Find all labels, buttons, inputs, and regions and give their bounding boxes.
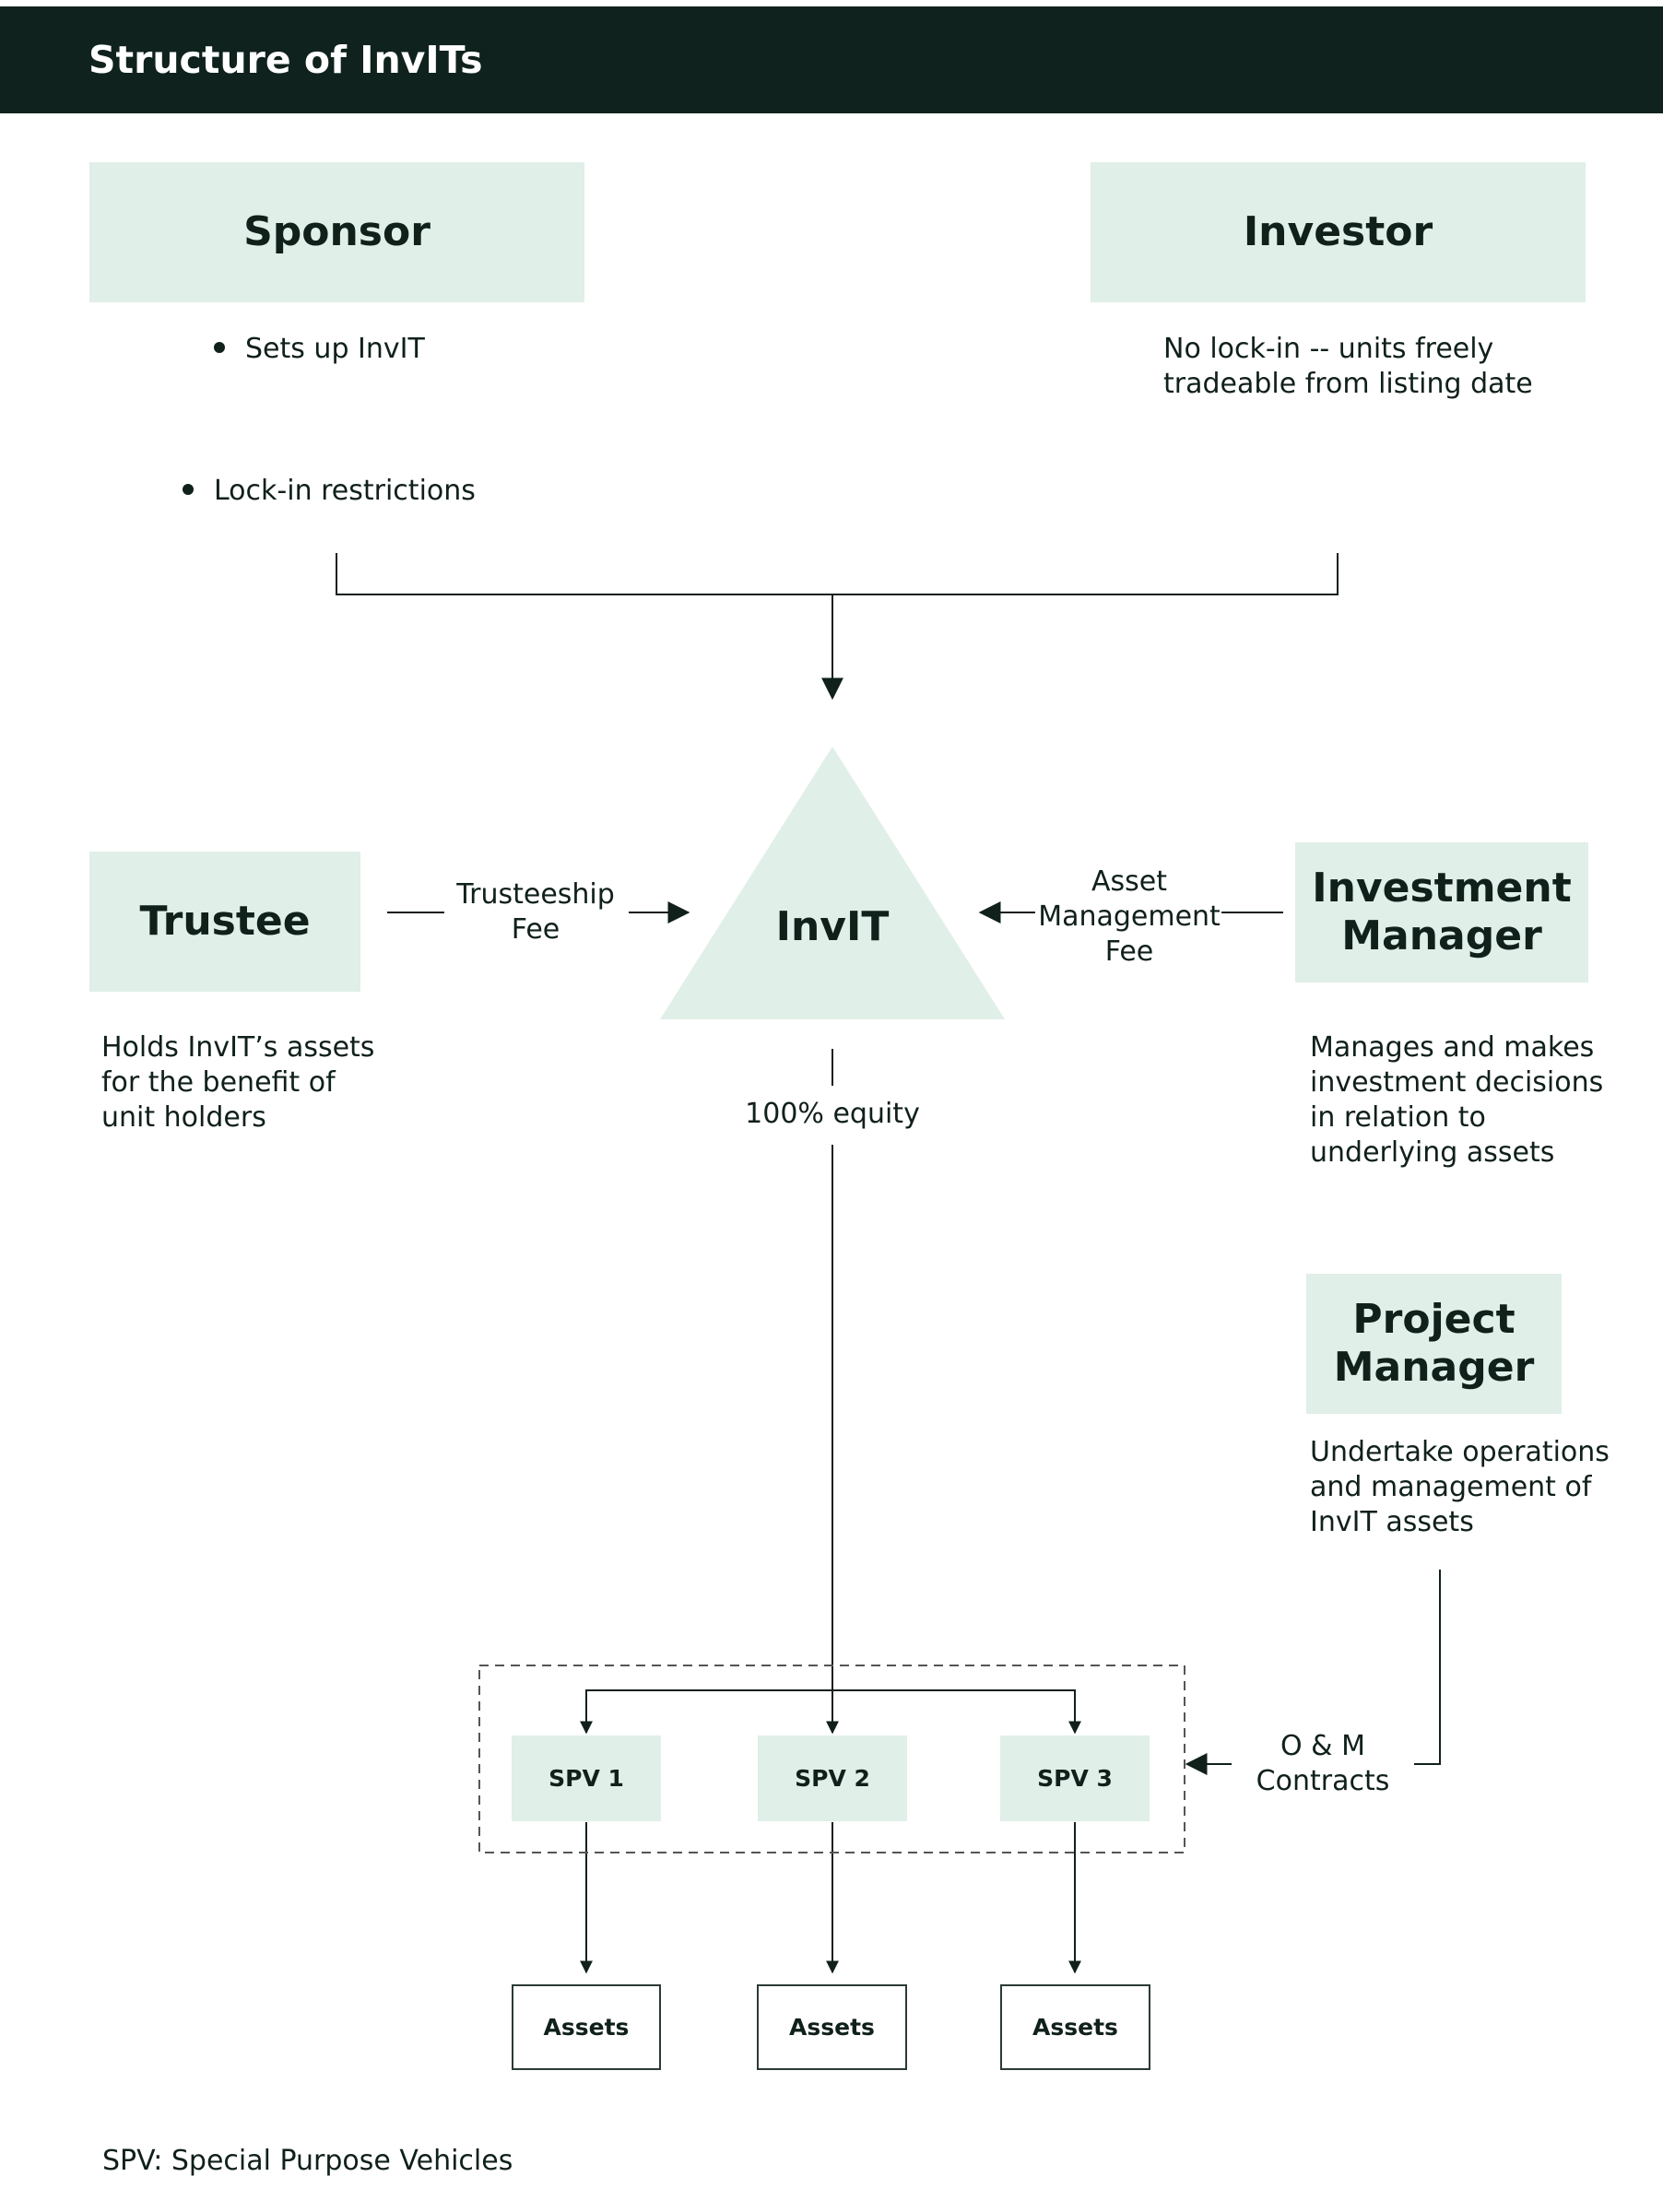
assets-box: Assets bbox=[1000, 1984, 1150, 2070]
spv1-branch bbox=[580, 1689, 832, 1735]
investment-manager-description-line: Manages and makes bbox=[1310, 1031, 1595, 1064]
sponsor-bullet-text: Sets up InvIT bbox=[245, 333, 425, 365]
investor-description-line: tradeable from listing date bbox=[1163, 368, 1533, 400]
investor-label: Investor bbox=[1243, 208, 1433, 255]
invit-triangle bbox=[660, 747, 1005, 1019]
investment-manager-label: Manager bbox=[1341, 912, 1542, 959]
spv-group-outline bbox=[478, 1665, 1185, 1853]
bullet-icon bbox=[183, 483, 194, 495]
assets-label: Assets bbox=[789, 2014, 875, 2041]
investment-manager-box: Investment Manager bbox=[1295, 842, 1588, 982]
assets-label: Assets bbox=[543, 2014, 630, 2041]
trustee-description-line: Holds InvIT’s assets bbox=[101, 1031, 375, 1064]
om-contracts-line: Contracts bbox=[1256, 1765, 1390, 1797]
trusteeship-fee-label: Trusteeship Fee bbox=[443, 877, 628, 947]
assets-box: Assets bbox=[512, 1984, 661, 2070]
sponsor-investor-connector bbox=[336, 553, 1339, 595]
bullet-icon bbox=[214, 341, 225, 353]
spv-box: SPV 2 bbox=[758, 1735, 907, 1821]
investment-manager-description-line: investment decisions bbox=[1310, 1066, 1604, 1099]
page-title: Structure of InvITs bbox=[88, 38, 483, 82]
investor-description-line: No lock-in -- units freely bbox=[1163, 333, 1494, 365]
sponsor-bullet-2: Lock-in restrictions bbox=[183, 474, 476, 509]
trustee-description-line: for the benefit of bbox=[101, 1066, 336, 1099]
sponsor-box: Sponsor bbox=[89, 162, 584, 302]
invit-label: InvIT bbox=[775, 903, 890, 950]
project-manager-box: Project Manager bbox=[1306, 1274, 1562, 1414]
project-manager-description-line: Undertake operations bbox=[1310, 1436, 1610, 1468]
project-manager-label: Project bbox=[1352, 1296, 1516, 1343]
sponsor-bullet-text: Lock-in restrictions bbox=[214, 475, 476, 507]
trusteeship-fee-line: Fee bbox=[511, 913, 560, 946]
om-contracts-label: O & M Contracts bbox=[1231, 1729, 1415, 1799]
equity-label: 100% equity bbox=[745, 1098, 920, 1130]
page-title-bar: Structure of InvITs bbox=[0, 6, 1663, 113]
investment-manager-description-line: in relation to bbox=[1310, 1101, 1486, 1134]
spv-label: SPV 1 bbox=[548, 1765, 624, 1792]
sponsor-label: Sponsor bbox=[243, 208, 430, 255]
investment-manager-description: Manages and makes investment decisions i… bbox=[1310, 1030, 1603, 1171]
investor-description: No lock-in -- units freely tradeable fro… bbox=[1163, 332, 1533, 402]
footnote: SPV: Special Purpose Vehicles bbox=[102, 2145, 513, 2177]
assets-label: Assets bbox=[1032, 2014, 1118, 2041]
project-manager-label: Manager bbox=[1333, 1344, 1535, 1391]
asset-management-fee-label: Asset Management Fee bbox=[1023, 865, 1235, 970]
trustee-description-line: unit holders bbox=[101, 1101, 266, 1134]
spv3-branch bbox=[832, 1689, 1081, 1735]
project-manager-description-line: InvIT assets bbox=[1310, 1506, 1474, 1538]
trusteeship-fee-line: Trusteeship bbox=[456, 878, 615, 911]
investor-box: Investor bbox=[1091, 162, 1586, 302]
project-manager-description-line: and management of bbox=[1310, 1471, 1592, 1503]
om-contract-line bbox=[1414, 1570, 1441, 1765]
project-manager-description: Undertake operations and management of I… bbox=[1310, 1435, 1610, 1540]
spv-label: SPV 2 bbox=[795, 1765, 870, 1792]
assets-box: Assets bbox=[757, 1984, 907, 2070]
om-contracts-line: O & M bbox=[1280, 1730, 1365, 1762]
spv-label: SPV 3 bbox=[1037, 1765, 1113, 1792]
asset-management-fee-line: Management bbox=[1038, 900, 1221, 933]
investment-manager-description-line: underlying assets bbox=[1310, 1136, 1555, 1169]
trustee-box: Trustee bbox=[89, 852, 360, 992]
spv-box: SPV 3 bbox=[1000, 1735, 1150, 1821]
asset-management-fee-line: Fee bbox=[1104, 935, 1154, 968]
investment-manager-label: Investment bbox=[1312, 865, 1572, 912]
trustee-label: Trustee bbox=[139, 898, 311, 945]
sponsor-bullet-1: Sets up InvIT bbox=[214, 332, 425, 367]
trustee-description: Holds InvIT’s assets for the benefit of … bbox=[101, 1030, 374, 1135]
asset-management-fee-line: Asset bbox=[1091, 865, 1167, 898]
spv-box: SPV 1 bbox=[512, 1735, 661, 1821]
